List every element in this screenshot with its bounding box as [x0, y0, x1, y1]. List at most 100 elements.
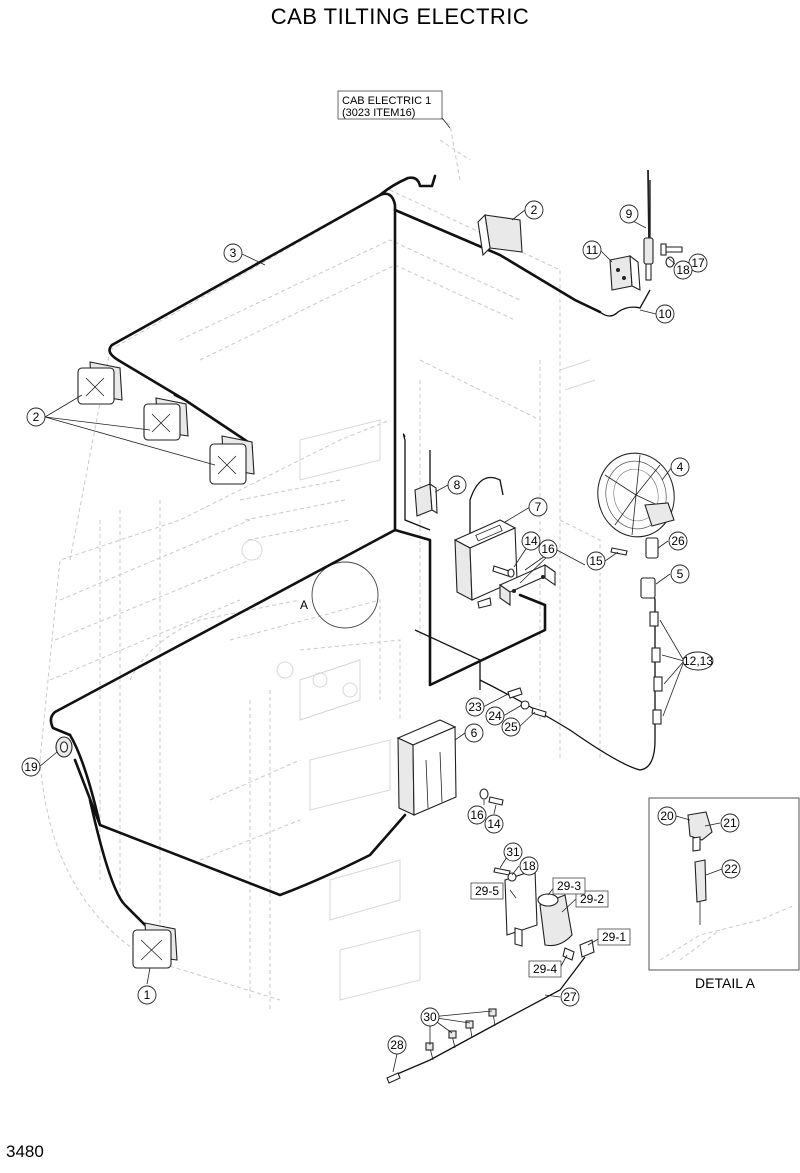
svg-text:29-1: 29-1 [602, 930, 626, 944]
svg-text:2: 2 [33, 410, 40, 424]
svg-text:24: 24 [488, 709, 502, 723]
callout-6: 6 [464, 723, 484, 743]
svg-text:6: 6 [471, 726, 478, 740]
svg-text:19: 19 [24, 760, 38, 774]
radio-bracket [498, 563, 557, 607]
callout-18-antenna: 18 [673, 260, 693, 280]
reference-line-2: (3023 ITEM16) [342, 107, 415, 119]
svg-text:15: 15 [589, 554, 603, 568]
sensor-cable [386, 956, 586, 1084]
svg-text:29-3: 29-3 [557, 879, 581, 893]
converter-unit [396, 719, 457, 816]
diagram-title: CAB TILTING ELECTRIC [270, 4, 530, 29]
callout-29-5: 29-5 [470, 882, 504, 900]
callout-9: 9 [619, 204, 639, 224]
callout-26: 26 [668, 531, 688, 551]
svg-text:23: 23 [468, 700, 482, 714]
svg-text:22: 22 [724, 862, 738, 876]
svg-text:29-2: 29-2 [580, 892, 604, 906]
svg-text:14: 14 [524, 534, 538, 548]
svg-text:2: 2 [531, 203, 538, 217]
svg-text:26: 26 [671, 534, 685, 548]
callout-14-lower: 14 [484, 814, 504, 834]
callout-29-3: 29-3 [552, 877, 586, 895]
callout-11: 11 [582, 240, 602, 260]
svg-text:28: 28 [390, 1038, 404, 1052]
cab-outline [39, 99, 601, 1010]
cab-fan [597, 452, 675, 599]
svg-text:29-5: 29-5 [475, 884, 499, 898]
detail-a-view-circle: A [300, 561, 379, 629]
svg-text:25: 25 [504, 720, 518, 734]
svg-text:8: 8 [454, 478, 461, 492]
work-lamp-left-3 [209, 435, 255, 485]
svg-text:18: 18 [522, 859, 536, 873]
callout-24: 24 [485, 706, 505, 726]
svg-text:20: 20 [660, 809, 674, 823]
speaker-box [414, 482, 438, 517]
callout-5: 5 [670, 564, 690, 584]
svg-text:4: 4 [677, 460, 684, 474]
svg-text:5: 5 [677, 567, 684, 581]
thin-wiring [402, 180, 656, 771]
radio-screws [477, 565, 515, 609]
callout-16-lower: 16 [467, 805, 487, 825]
callout-29-2: 29-2 [575, 890, 609, 908]
svg-text:12,13: 12,13 [683, 654, 713, 668]
callout-18-switch: 18 [519, 856, 539, 876]
callout-15: 15 [586, 551, 606, 571]
work-lamp-left-2 [143, 397, 189, 441]
antenna-bracket [609, 254, 641, 291]
svg-text:14: 14 [487, 817, 501, 831]
reference-line-1: CAB ELECTRIC 1 [342, 95, 431, 107]
callout-23: 23 [465, 697, 485, 717]
antenna [643, 169, 654, 281]
callout-16-radio: 16 [538, 539, 558, 559]
callout-2-top: 2 [524, 200, 544, 220]
svg-text:10: 10 [658, 307, 672, 321]
fan-screw [610, 547, 628, 556]
work-lamp-bottom [132, 922, 178, 969]
radio [453, 519, 518, 601]
callout-10: 10 [655, 304, 675, 324]
callout-29-1: 29-1 [597, 928, 631, 946]
svg-text:16: 16 [541, 542, 555, 556]
svg-text:30: 30 [423, 1010, 437, 1024]
view-marker-a: A [300, 598, 308, 612]
work-lamp-left-1 [77, 361, 123, 405]
svg-text:17: 17 [691, 256, 705, 270]
detail-a-label: DETAIL A [695, 975, 755, 991]
svg-text:1: 1 [144, 988, 151, 1002]
bolts-14-16 [479, 788, 504, 806]
svg-text:18: 18 [676, 263, 690, 277]
callout-19: 19 [21, 757, 41, 777]
reference-box: CAB ELECTRIC 1 (3023 ITEM16) [337, 90, 451, 129]
main-harness [49, 174, 602, 932]
callout-20: 20 [657, 806, 677, 826]
callout-25: 25 [501, 717, 521, 737]
leader-lines [38, 209, 723, 1073]
callout-8: 8 [447, 475, 467, 495]
callout-22: 22 [721, 859, 741, 879]
svg-text:31: 31 [506, 845, 520, 859]
callout-27: 27 [560, 987, 580, 1007]
callout-2-left: 2 [26, 407, 46, 427]
bolts-23-25 [507, 687, 547, 718]
svg-text:7: 7 [535, 500, 542, 514]
cable-clamps [649, 611, 663, 725]
antenna-bolt [660, 243, 683, 268]
page-number: 3480 [6, 1142, 44, 1161]
callout-12-13: 12,13 [682, 651, 714, 671]
grommet [55, 736, 73, 758]
callout-1: 1 [137, 985, 157, 1005]
callout-7: 7 [528, 497, 548, 517]
svg-text:11: 11 [586, 243, 599, 257]
work-lamp-rear-top [477, 213, 523, 257]
svg-text:21: 21 [723, 816, 737, 830]
tilt-switch-assembly [493, 867, 595, 961]
callout-30: 30 [420, 1007, 440, 1027]
callout-14-radio: 14 [521, 531, 541, 551]
svg-text:16: 16 [470, 808, 484, 822]
svg-text:29-4: 29-4 [533, 962, 557, 976]
